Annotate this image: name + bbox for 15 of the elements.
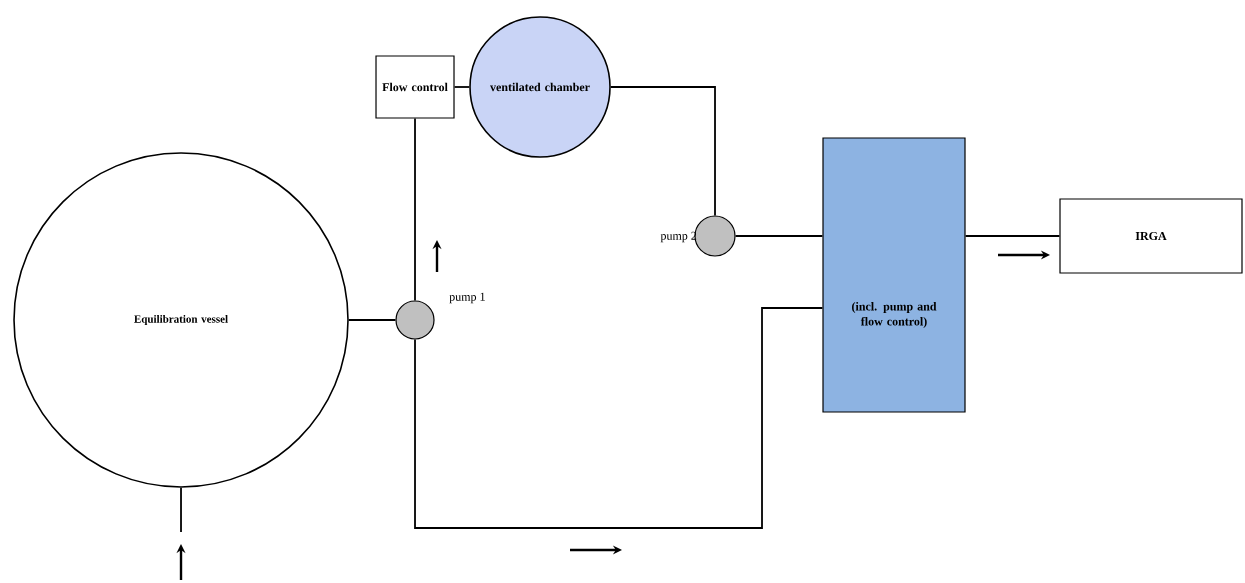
analyzer-box: IRGA: [1059, 198, 1243, 274]
pump-label: pump 2: [660, 231, 697, 243]
pipe-line: [180, 486, 182, 533]
pipe-line: [453, 86, 471, 88]
pump-label: pump 1: [449, 292, 485, 304]
analyzer-box: (incl. pump and flow control): [822, 137, 966, 413]
pipe-line: [347, 319, 397, 321]
pipe-line: [414, 117, 416, 302]
pipe-line: [609, 86, 716, 217]
pipe-line: [964, 235, 1061, 237]
pipe-line: [734, 235, 824, 237]
pump-circle: [694, 215, 736, 257]
pump-circle: [395, 300, 435, 340]
process-box: Flow control: [375, 55, 455, 119]
pipe-line: [414, 307, 824, 529]
